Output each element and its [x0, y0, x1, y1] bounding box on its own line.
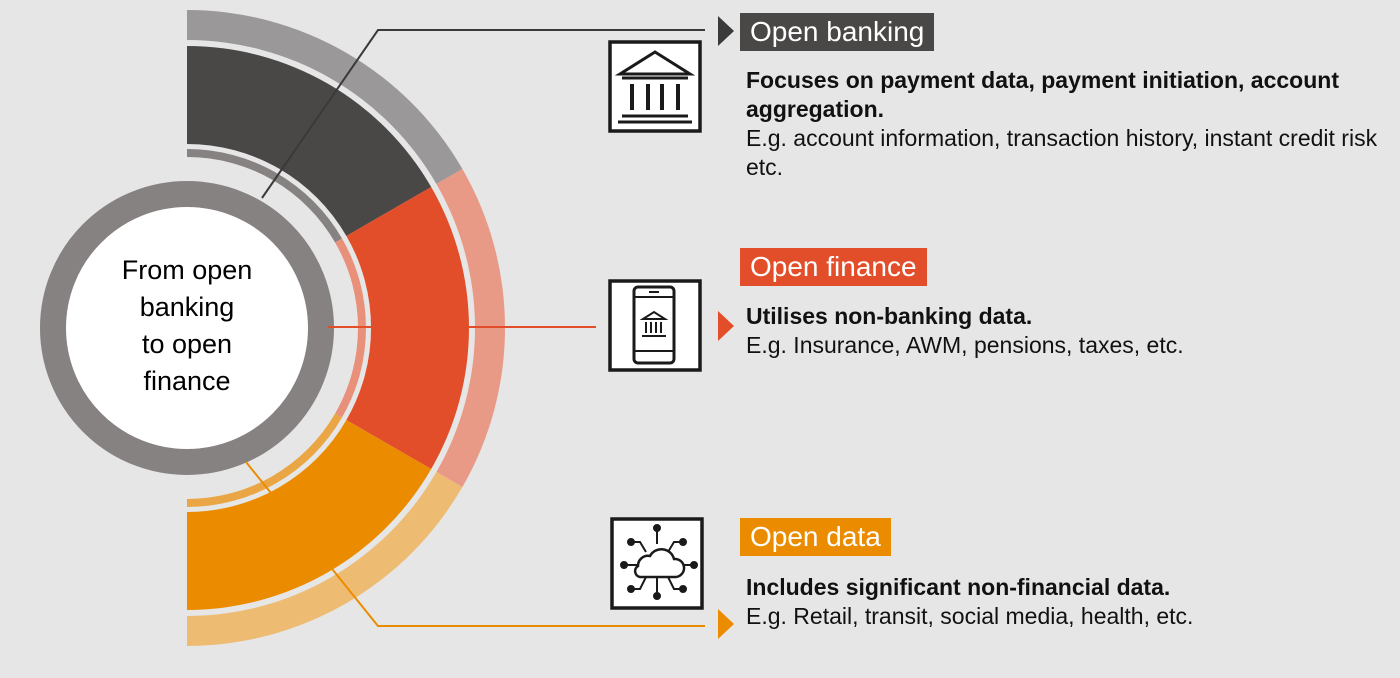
arrow-open-banking	[718, 16, 734, 46]
mobile-bank-icon	[608, 279, 702, 372]
center-label: From open banking to open finance	[80, 252, 294, 400]
outer-arc-banking	[187, 10, 463, 184]
open-banking-summary: Focuses on payment data, payment initiat…	[746, 67, 1339, 122]
open-data-summary: Includes significant non-financial data.	[746, 574, 1171, 600]
outer-arc-data	[187, 472, 463, 646]
center-label-line: to open	[141, 329, 233, 359]
center-label-line: finance	[143, 366, 231, 396]
center-label-line: banking	[139, 292, 235, 322]
open-data-title: Open data	[740, 518, 891, 556]
segment-open-data	[187, 420, 432, 610]
connector-open-banking	[261, 29, 705, 199]
open-banking-example: E.g. account information, transaction hi…	[746, 125, 1378, 180]
inner-arc-finance	[335, 238, 366, 418]
inner-arc-data	[187, 413, 342, 507]
open-finance-description: Utilises non-banking data. E.g. Insuranc…	[746, 302, 1386, 360]
arrow-open-data	[718, 609, 734, 639]
center-label-line: From open	[121, 255, 253, 285]
open-data-example: E.g. Retail, transit, social media, heal…	[746, 603, 1194, 629]
connector-open-data	[245, 461, 705, 627]
arrow-open-finance	[718, 311, 734, 341]
outer-arc-finance	[436, 169, 506, 487]
inner-arc-banking	[187, 149, 342, 243]
open-finance-example: E.g. Insurance, AWM, pensions, taxes, et…	[746, 332, 1184, 358]
bank-building-icon	[608, 40, 702, 133]
inner-ring	[187, 149, 366, 507]
open-banking-title: Open banking	[740, 13, 935, 51]
cloud-network-icon	[610, 517, 704, 610]
open-data-description: Includes significant non-financial data.…	[746, 573, 1386, 631]
segment-open-banking	[187, 46, 432, 236]
open-finance-title: Open finance	[740, 248, 927, 286]
outer-ring	[187, 10, 506, 646]
open-finance-summary: Utilises non-banking data.	[746, 303, 1033, 329]
center-ring	[40, 181, 334, 475]
open-banking-description: Focuses on payment data, payment initiat…	[746, 66, 1386, 182]
